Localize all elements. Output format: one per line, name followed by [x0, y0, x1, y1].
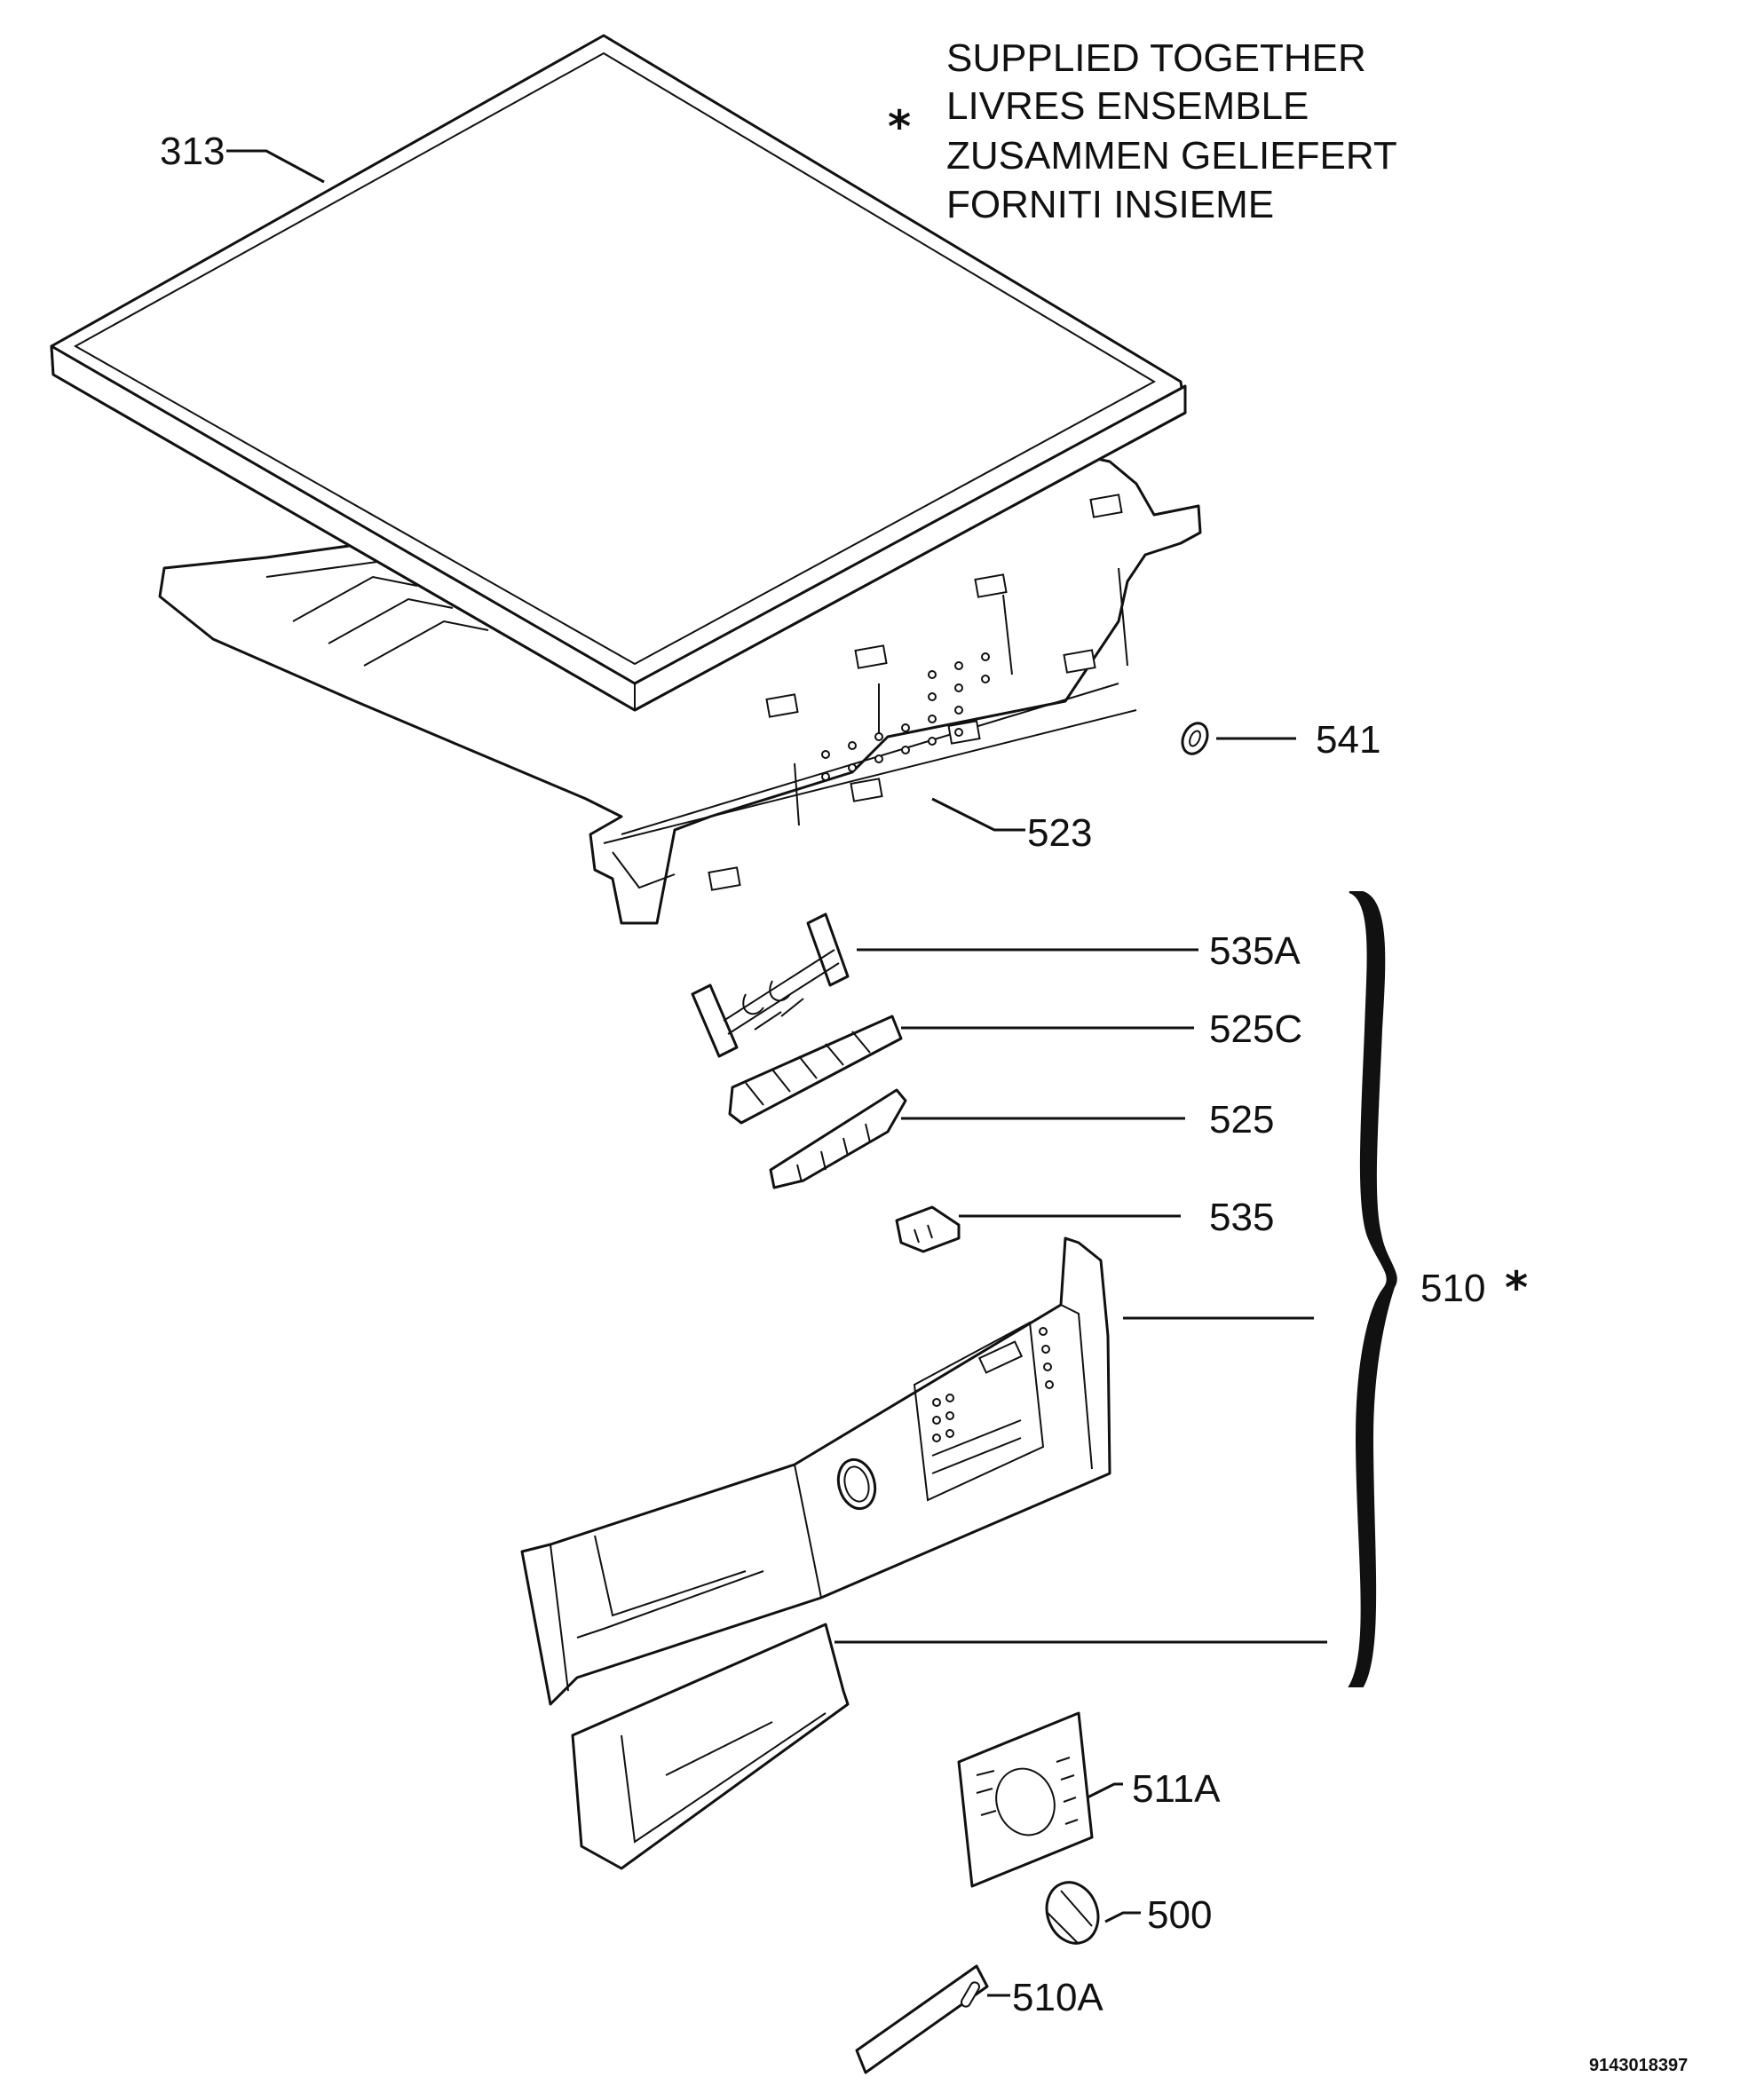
knob-part-500	[1045, 1881, 1100, 1945]
label-510: 510	[1420, 1267, 1485, 1310]
drawing-number: 9143018397	[1589, 2056, 1688, 2075]
label-510-asterisk: *	[1505, 1262, 1528, 1314]
vent-dots	[821, 652, 990, 781]
control-panel-part-510	[520, 1236, 1111, 1706]
label-535: 535	[1209, 1196, 1274, 1239]
push-buttons-part-525	[769, 1088, 907, 1189]
label-523: 523	[1027, 811, 1092, 855]
supplied-together-note: * SUPPLIED TOGETHER LIVRES ENSEMBLE ZUSA…	[888, 36, 1397, 226]
label-541: 541	[1316, 718, 1380, 762]
dial-plate-part-511A	[957, 1711, 1094, 1888]
strip-part-510A	[855, 1964, 989, 2074]
part-labels: 313 541 523 535A 525C 525 535 510 * 511A…	[160, 130, 1528, 2019]
label-535A: 535A	[1209, 929, 1301, 973]
terminal-part-535A	[691, 912, 850, 1058]
note-asterisk: *	[888, 101, 911, 153]
label-500: 500	[1147, 1893, 1212, 1937]
drawer-handle	[571, 1623, 850, 1870]
washer-part-541	[1181, 722, 1209, 755]
label-525: 525	[1209, 1098, 1274, 1141]
note-line-3: ZUSAMMEN GELIEFERT	[946, 134, 1397, 178]
label-525C: 525C	[1209, 1007, 1302, 1051]
leader-lines	[226, 149, 1327, 1997]
group-brace-510	[1348, 891, 1397, 1687]
note-line-1: SUPPLIED TOGETHER	[946, 36, 1366, 80]
note-line-2: LIVRES ENSEMBLE	[946, 84, 1309, 128]
label-313: 313	[160, 130, 225, 173]
button-holder-part-525C	[728, 1015, 903, 1125]
label-510A: 510A	[1012, 1976, 1103, 2019]
note-line-4: FORNITI INSIEME	[946, 183, 1274, 226]
top-lid-part-313	[50, 34, 1187, 712]
label-511A: 511A	[1132, 1767, 1221, 1811]
connector-part-535	[895, 1205, 961, 1253]
